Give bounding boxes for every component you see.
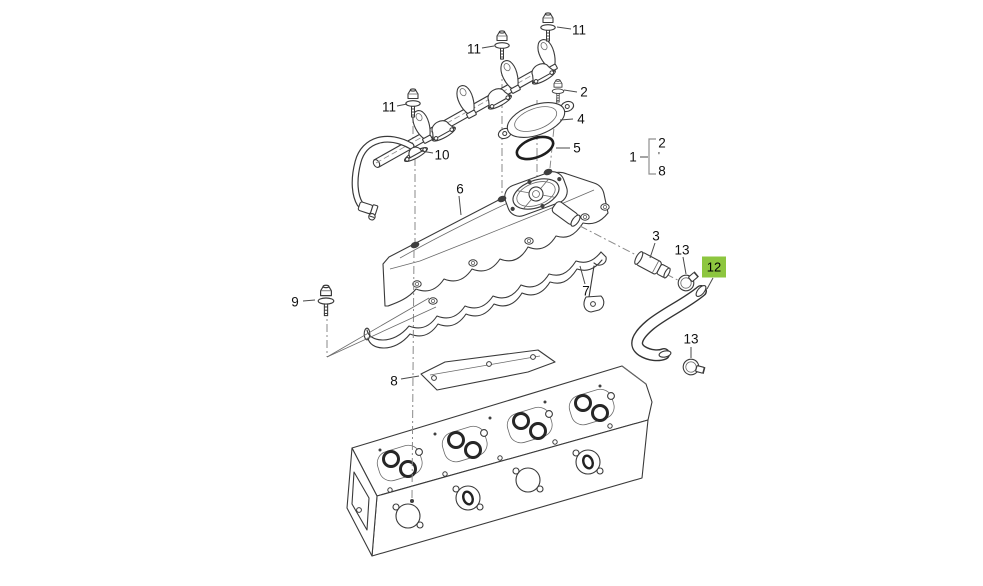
cover-flange-holes [412,203,610,305]
callout-legend-2[interactable]: 2 [658,135,666,151]
breather-pipe [351,135,415,221]
bolt-9 [317,284,335,317]
callout-11-top[interactable]: 11 [571,22,587,38]
leader-lines [302,26,714,380]
bolt-11-top [540,12,556,42]
gasket-plate-8 [420,349,556,391]
bolt-11-mid [494,30,510,60]
legend-separator-mark: ' [658,151,660,162]
callout-13-lower[interactable]: 13 [683,331,699,347]
callout-10[interactable]: 10 [434,147,450,163]
callout-2[interactable]: 2 [580,84,588,100]
callout-9[interactable]: 9 [291,294,299,310]
breather-hose-12 [631,284,707,362]
callout-3[interactable]: 3 [652,228,660,244]
callout-13-upper[interactable]: 13 [674,242,690,258]
callout-1[interactable]: 1 [629,149,637,165]
head-bolt-holes [378,384,613,493]
valve-cover [382,168,610,307]
cylinder-head [346,365,653,557]
vent-spout [551,201,581,227]
callout-11-left[interactable]: 11 [381,99,397,115]
callout-11-mid[interactable]: 11 [466,41,482,57]
callout-legend-8[interactable]: 8 [658,163,666,179]
connector-pipe-3 [634,251,671,279]
callout-7[interactable]: 7 [582,283,590,299]
oil-filler-flange [504,171,568,217]
hose-clamp-13-lower [680,356,707,379]
o-ring-5 [515,135,555,161]
callout-8[interactable]: 8 [390,373,398,389]
long-assembly-axis [326,249,437,503]
pipe-elbow-fitting [357,201,379,221]
callout-5[interactable]: 5 [573,140,581,156]
callout-12-highlighted[interactable]: 12 [702,256,726,278]
bolt-2 [551,79,565,103]
callout-6[interactable]: 6 [456,181,464,197]
callout-4[interactable]: 4 [577,111,585,127]
rocker-shaft-assembly [372,36,563,168]
cover-gasket-7 [363,251,607,349]
breather-cover-plate-4 [497,100,575,140]
